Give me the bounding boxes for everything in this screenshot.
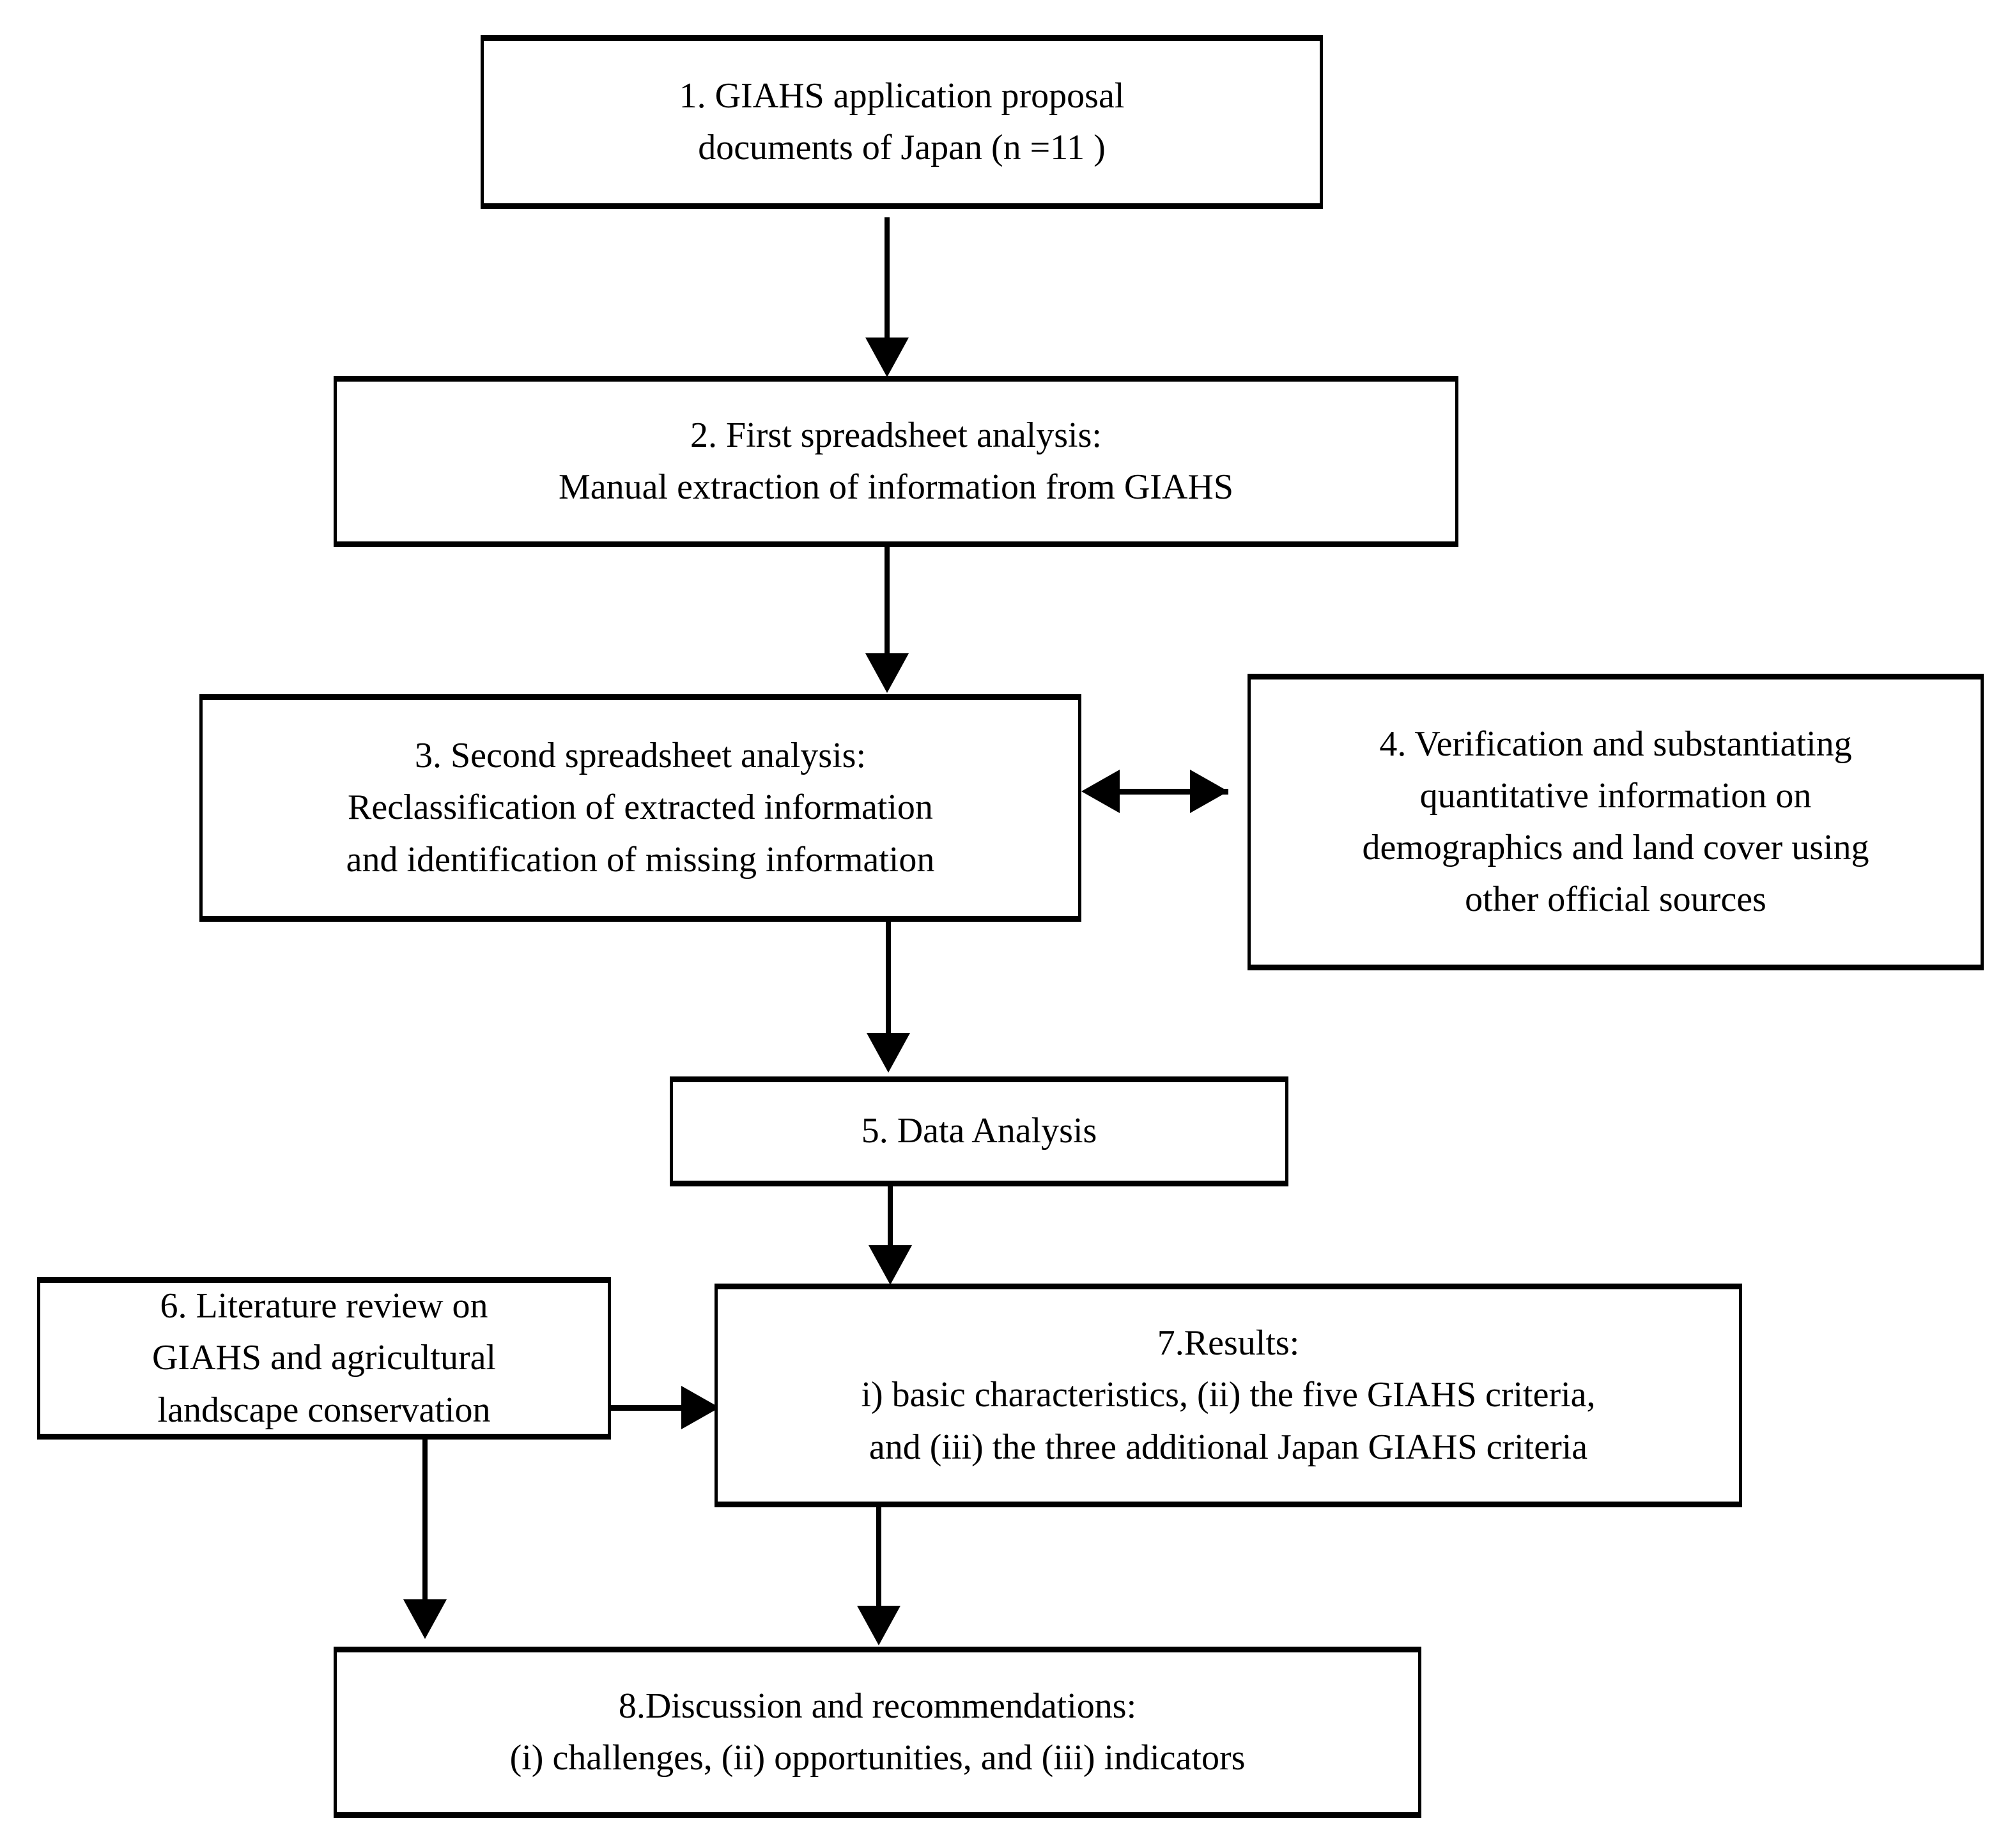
node-step-4[interactable]: 4. Verification and substantiating quant… — [1248, 674, 1984, 970]
node-step-6-line-1: 6. Literature review on — [160, 1286, 488, 1326]
node-step-3[interactable]: 3. Second spreadsheet analysis: Reclassi… — [199, 694, 1081, 922]
node-step-6-line-3: landscape conservation — [157, 1390, 491, 1430]
node-step-3-line-2: Reclassification of extracted informatio… — [348, 788, 933, 828]
connector-3-to-4-arrowhead-left — [1081, 770, 1120, 813]
node-step-6-line-2: GIAHS and agricultural — [151, 1338, 497, 1378]
node-step-1[interactable]: 1. GIAHS application proposal documents … — [481, 35, 1323, 209]
node-step-8[interactable]: 8.Discussion and recommendations: (i) ch… — [334, 1647, 1421, 1818]
node-step-4-line-2: quantitative information on — [1419, 775, 1812, 816]
connector-1-to-2-stem — [885, 217, 890, 345]
node-step-3-line-3: and identification of missing informatio… — [346, 839, 935, 880]
node-step-5-line-1: 5. Data Analysis — [861, 1111, 1097, 1151]
node-step-2-line-2: Manual extraction of information from GI… — [559, 467, 1233, 507]
connector-6-to-8-stem — [422, 1437, 428, 1606]
node-step-3-line-1: 3. Second spreadsheet analysis: — [414, 736, 867, 776]
connector-2-to-3-arrowhead — [865, 653, 909, 693]
node-step-4-line-4: other official sources — [1465, 880, 1766, 920]
node-step-1-line-2: documents of Japan (n =11 ) — [698, 128, 1106, 167]
connector-7-to-8-arrowhead — [857, 1606, 900, 1645]
node-step-5[interactable]: 5. Data Analysis — [670, 1076, 1288, 1186]
connector-6-to-7-arrowhead — [681, 1386, 720, 1429]
connector-5-to-7-arrowhead — [869, 1245, 912, 1285]
connector-6-to-7-shaft — [606, 1405, 688, 1411]
connector-3-to-4-shaft — [1101, 789, 1228, 795]
node-step-6[interactable]: 6. Literature review on GIAHS and agricu… — [37, 1277, 611, 1440]
node-step-8-line-1: 8.Discussion and recommendations: — [618, 1686, 1137, 1726]
connector-3-to-5-stem — [886, 919, 891, 1039]
node-step-8-line-2: (i) challenges, (ii) opportunities, and … — [509, 1738, 1246, 1778]
connector-5-to-7-stem — [888, 1184, 893, 1252]
node-step-7-line-3: and (iii) the three additional Japan GIA… — [869, 1427, 1588, 1467]
node-step-7-line-1: 7.Results: — [1157, 1323, 1300, 1363]
node-step-2-line-1: 2. First spreadsheet analysis: — [690, 415, 1102, 455]
connector-3-to-4-arrowhead-right — [1190, 770, 1228, 813]
node-step-1-line-1: 1. GIAHS application proposal — [679, 75, 1125, 116]
connector-7-to-8-stem — [876, 1505, 881, 1612]
node-step-7-line-2: i) basic characteristics, (ii) the five … — [861, 1375, 1596, 1415]
node-step-7[interactable]: 7.Results: i) basic characteristics, (ii… — [715, 1284, 1742, 1507]
connector-2-to-3-stem — [885, 545, 890, 660]
connector-3-to-5-arrowhead — [867, 1033, 910, 1073]
connector-1-to-2-arrowhead — [865, 338, 909, 377]
node-step-4-line-3: demographics and land cover using — [1362, 828, 1869, 867]
connector-6-to-8-arrowhead — [403, 1599, 447, 1639]
node-step-2[interactable]: 2. First spreadsheet analysis: Manual ex… — [334, 376, 1458, 547]
node-step-4-line-1: 4. Verification and substantiating — [1379, 724, 1852, 764]
